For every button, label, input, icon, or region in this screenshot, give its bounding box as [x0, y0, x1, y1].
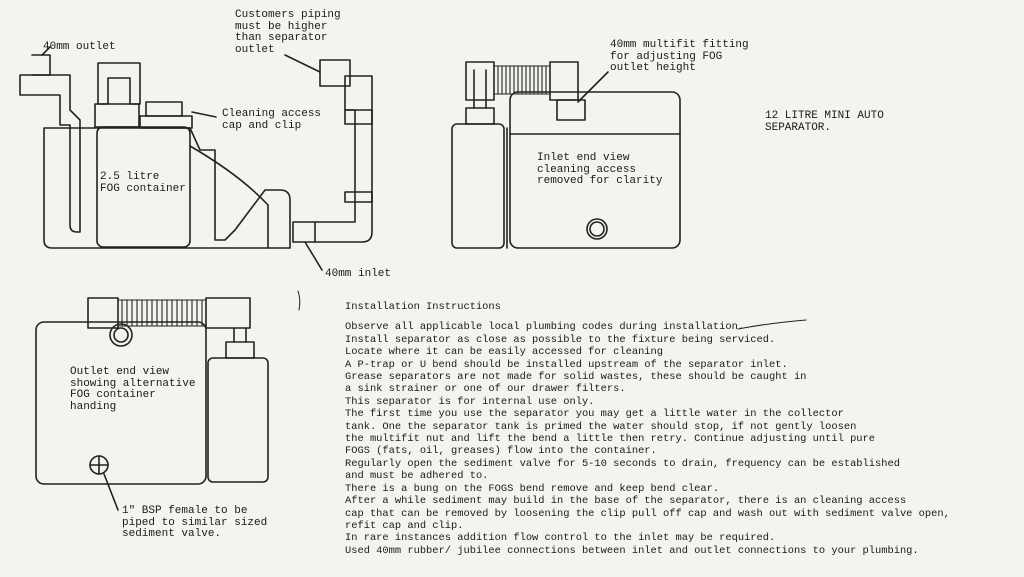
inlet-end-view: [451, 61, 681, 249]
instruction-line: Used 40mm rubber/ jubilee connections be…: [345, 544, 919, 557]
left-bend: [87, 297, 119, 329]
fog-elbow: [97, 62, 141, 105]
leader-multifit: [577, 71, 609, 103]
label-bsp-female: 1" BSP female to be piped to similar siz…: [122, 505, 268, 540]
sediment-port-inlet: [586, 218, 608, 240]
customer-pipe-joint2: [344, 191, 373, 203]
instruction-line: Observe all applicable local plumbing co…: [345, 321, 745, 334]
outlet-stub: [31, 54, 51, 76]
instruction-line: This separator is for internal use only.: [345, 395, 595, 408]
instruction-line: a sink strainer or one of our drawer fil…: [345, 383, 626, 396]
separator-tank-side: [43, 127, 291, 249]
fog-container-outlet-neck: [225, 341, 255, 359]
fog-neck: [94, 103, 140, 128]
customer-pipe-cap: [319, 59, 351, 87]
internal-slope: [189, 145, 269, 249]
instruction-line: In rare instances addition flow control …: [345, 532, 776, 545]
leader-cleaning: [191, 111, 217, 118]
instruction-line: Regularly open the sediment valve for 5-…: [345, 457, 900, 470]
instruction-line: refit cap and clip.: [345, 519, 464, 532]
top-bend-left: [465, 61, 495, 101]
fog-container-neck: [465, 107, 495, 125]
stray-mark: [297, 290, 301, 311]
instruction-line: the multifit nut and lift the bend a lit…: [345, 433, 876, 446]
instruction-line: Grease separators are not made for solid…: [345, 371, 807, 384]
tank-inlet-view: [509, 91, 681, 249]
side-view: [19, 46, 373, 271]
right-bend: [205, 297, 251, 329]
diagram-title: 12 LITRE MINI AUTO SEPARATOR.: [765, 110, 884, 134]
instruction-line: There is a bung on the FOGS bend remove …: [345, 482, 720, 495]
label-inlet-end-view: Inlet end view cleaning access removed f…: [537, 152, 663, 187]
top-bend-right: [549, 61, 579, 101]
scribble: [737, 319, 807, 330]
customer-pipe: [314, 75, 373, 243]
installation-instructions: Installation Instructions Observe all ap…: [345, 301, 1015, 557]
leader-outlet: [41, 46, 51, 56]
instruction-line: and must be adhered to.: [345, 470, 489, 483]
leader-piping: [284, 54, 321, 73]
outlet-end-view: [35, 297, 269, 511]
outlet-port: [109, 323, 133, 347]
label-multifit: 40mm multifit fitting for adjusting FOG …: [610, 39, 749, 74]
instruction-line: The first time you use the separator you…: [345, 408, 844, 421]
label-cleaning-access: Cleaning access cap and clip: [222, 108, 322, 132]
label-outlet: 40mm outlet: [43, 41, 116, 53]
instruction-line: A P-trap or U bend should be installed u…: [345, 358, 788, 371]
label-inlet: 40mm inlet: [325, 268, 392, 280]
instruction-line: Locate where it can be easily accessed f…: [345, 346, 664, 359]
label-fog-container: 2.5 litre FOG container: [100, 171, 186, 195]
flexible-hose: [493, 65, 551, 95]
fog-container-outlet: [207, 357, 269, 483]
cleaning-cap: [145, 101, 183, 117]
outlet-pipe: [19, 74, 81, 233]
fog-container-side: [96, 126, 191, 248]
instruction-line: tank. One the separator tank is primed t…: [345, 420, 857, 433]
label-outlet-end-view: Outlet end view showing alternative FOG …: [70, 366, 196, 413]
leader-inlet: [304, 241, 323, 271]
instruction-line: After a while sediment may build in the …: [345, 495, 907, 508]
instructions-list: Observe all applicable local plumbing co…: [345, 321, 1015, 557]
customer-pipe-joint1: [344, 109, 373, 125]
label-customers-piping: Customers piping must be higher than sep…: [235, 9, 341, 56]
leader-bsp: [103, 473, 119, 511]
sediment-port-inlet-inner: [589, 221, 605, 237]
fog-container-inlet: [451, 123, 505, 249]
tank-outlet-view: [35, 321, 207, 485]
vertical-pipe: [473, 69, 487, 109]
instructions-title: Installation Instructions: [345, 301, 501, 313]
right-pipe: [233, 327, 247, 343]
instruction-line: Install separator as close as possible t…: [345, 333, 776, 346]
outlet-port-inner: [113, 327, 129, 343]
instruction-line: FOGS (fats, oil, greases) flow into the …: [345, 445, 657, 458]
multifit-nut: [556, 99, 586, 121]
flexible-hose-outlet: [117, 299, 207, 327]
inlet-stub: [292, 221, 316, 243]
cleaning-cap-base: [139, 115, 193, 129]
instruction-line: cap that can be removed by loosening the…: [345, 507, 950, 520]
sediment-valve-cross: [89, 455, 109, 475]
